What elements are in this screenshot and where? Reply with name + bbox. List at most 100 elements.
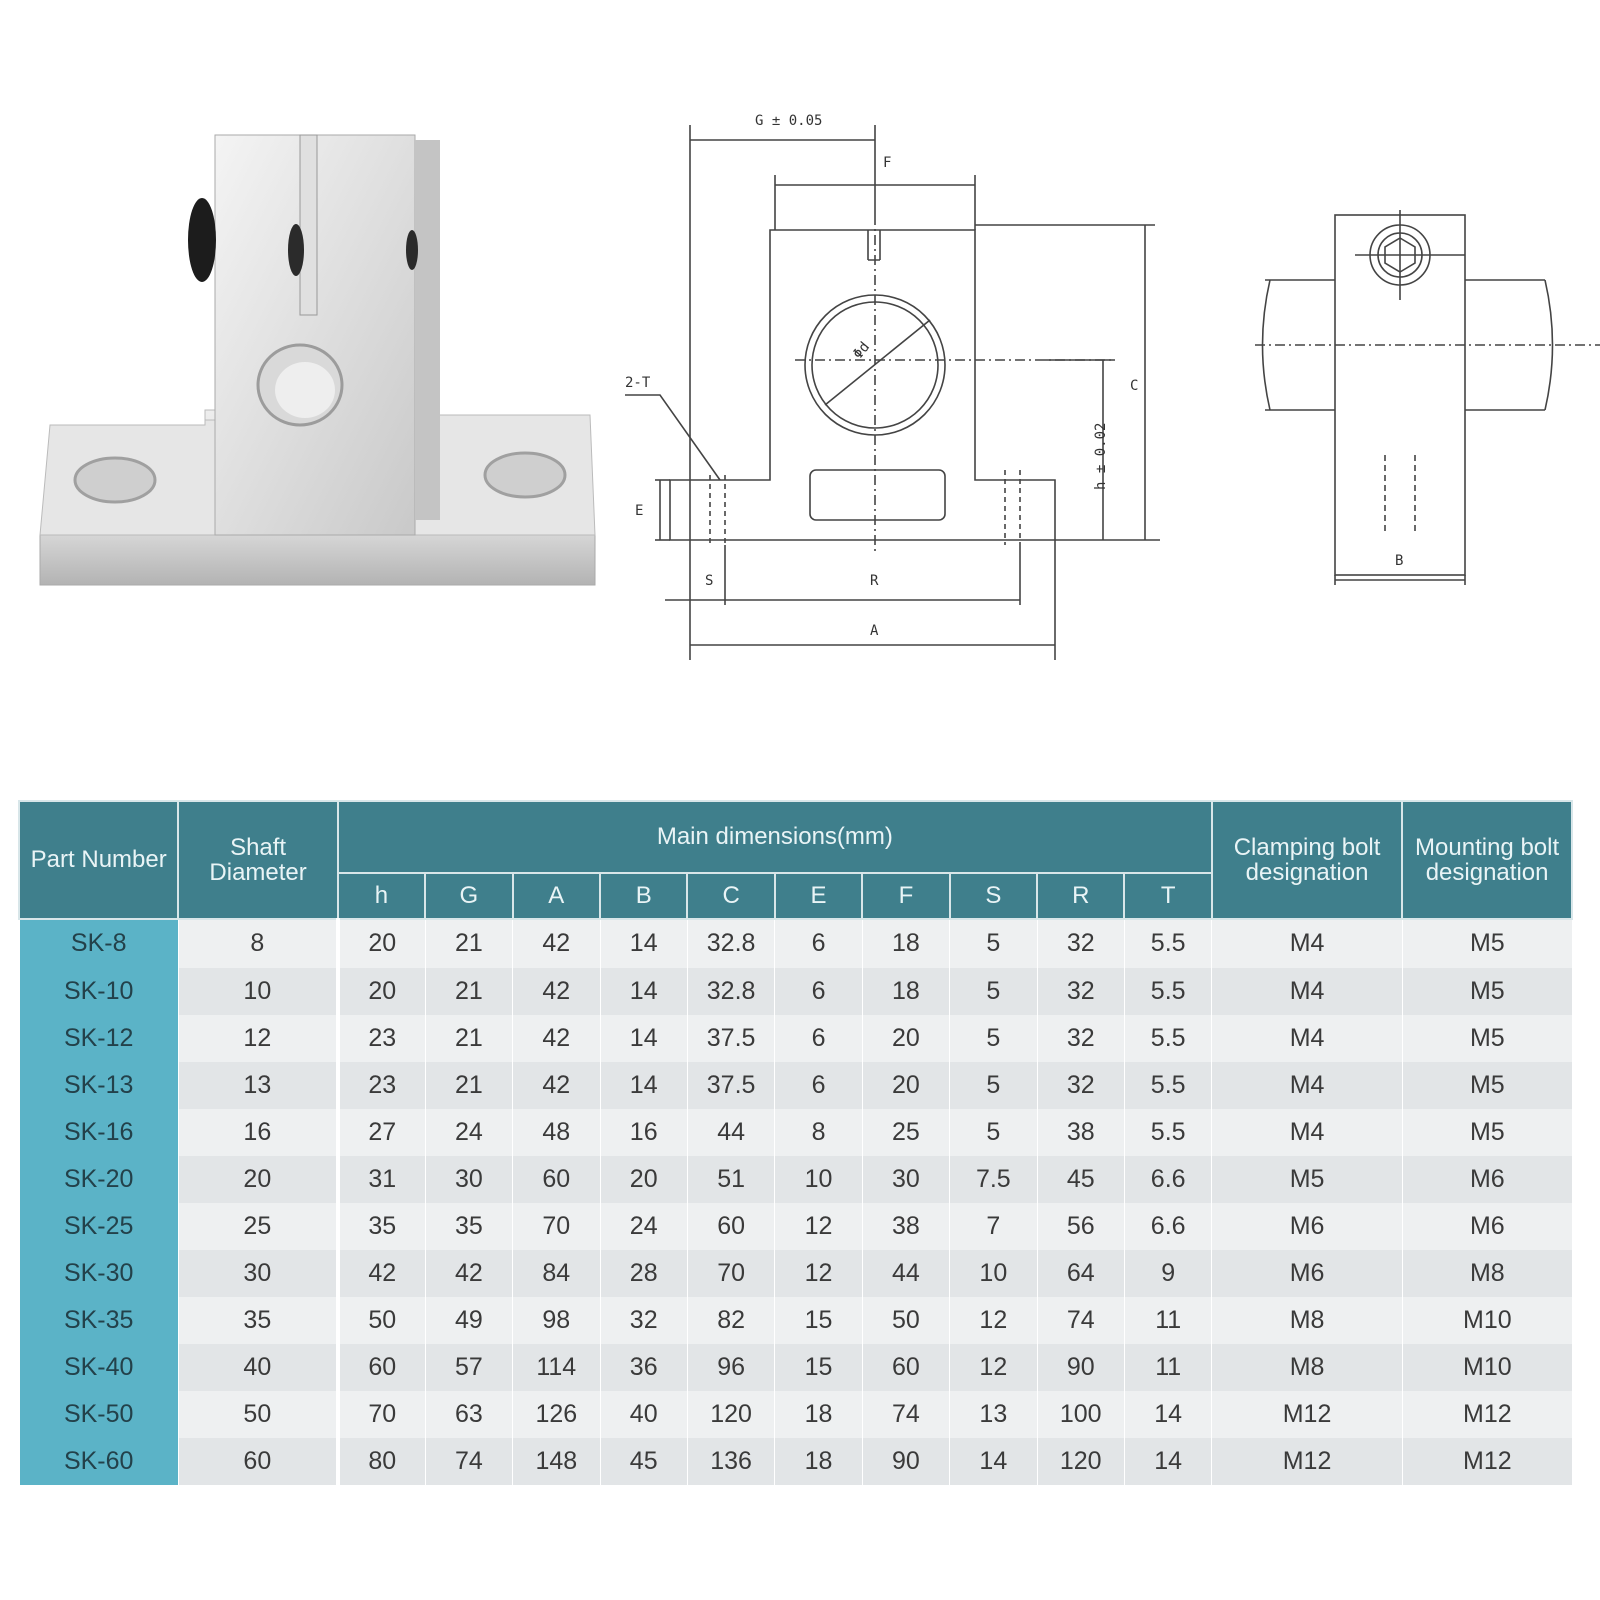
cell-h: 20 [337, 967, 426, 1015]
cell-clamping-bolt: M6 [1211, 1202, 1403, 1250]
header-main-dimensions: Main dimensions(mm) [336, 800, 1213, 874]
cell-shaft-diameter: 12 [177, 1014, 340, 1062]
cell-a: 42 [512, 1014, 600, 1062]
header-dim-c: C [686, 872, 776, 920]
cell-b: 24 [599, 1202, 688, 1250]
cell-b: 32 [599, 1296, 688, 1344]
cell-g: 30 [424, 1155, 513, 1203]
cell-t: 11 [1123, 1296, 1212, 1344]
cell-clamping-bolt: M8 [1211, 1296, 1403, 1344]
h-label: h ± 0.02 [1093, 423, 1109, 490]
cell-part-number: SK-8 [18, 919, 179, 968]
cell-a: 84 [512, 1249, 600, 1297]
cell-part-number: SK-40 [18, 1343, 179, 1391]
cell-b: 40 [599, 1390, 688, 1438]
cell-mounting-bolt: M12 [1401, 1437, 1572, 1485]
cell-e: 6 [774, 919, 863, 968]
cell-mounting-bolt: M10 [1401, 1296, 1572, 1344]
cell-shaft-diameter: 60 [177, 1437, 340, 1485]
cell-s: 5 [949, 1061, 1038, 1109]
cell-a: 42 [512, 1061, 600, 1109]
cell-b: 14 [599, 967, 688, 1015]
cell-b: 14 [599, 1061, 688, 1109]
cell-c: 96 [686, 1343, 775, 1391]
product-photo [39, 134, 596, 586]
cell-b: 45 [599, 1437, 688, 1485]
cell-clamping-bolt: M12 [1211, 1390, 1403, 1438]
header-mounting-bolt: Mounting bolt designation [1401, 800, 1573, 920]
cell-mounting-bolt: M5 [1401, 1014, 1572, 1062]
cell-t: 9 [1123, 1249, 1212, 1297]
cell-clamping-bolt: M12 [1211, 1437, 1403, 1485]
cell-t: 14 [1123, 1390, 1212, 1438]
cell-b: 28 [599, 1249, 688, 1297]
f-label: F [883, 155, 891, 171]
cell-h: 50 [337, 1296, 426, 1344]
s-label: S [705, 573, 713, 589]
cell-s: 5 [949, 967, 1038, 1015]
header-part-number: Part Number [17, 800, 180, 920]
cell-h: 80 [337, 1437, 426, 1485]
cell-part-number: SK-13 [18, 1061, 179, 1109]
cell-g: 42 [424, 1249, 513, 1297]
cell-r: 64 [1036, 1249, 1125, 1297]
cell-f: 30 [861, 1155, 950, 1203]
a-label: A [870, 623, 879, 639]
cell-a: 42 [512, 967, 600, 1015]
cell-a: 48 [512, 1108, 600, 1156]
cell-clamping-bolt: M4 [1211, 1014, 1403, 1062]
cell-e: 18 [774, 1437, 863, 1485]
cell-r: 120 [1036, 1437, 1125, 1485]
cell-r: 56 [1036, 1202, 1125, 1250]
cell-h: 70 [337, 1390, 426, 1438]
cell-f: 74 [861, 1390, 950, 1438]
cell-c: 70 [686, 1249, 775, 1297]
cell-t: 14 [1123, 1437, 1212, 1485]
cell-c: 51 [686, 1155, 775, 1203]
front-dimension-drawing: G ± 0.05 F C h ± 0.02 Φd 2-T E S R A [625, 113, 1160, 660]
cell-h: 23 [337, 1014, 426, 1062]
header-shaft-diameter: Shaft Diameter [177, 800, 339, 920]
cell-e: 12 [774, 1249, 863, 1297]
cell-mounting-bolt: M12 [1401, 1390, 1572, 1438]
cell-c: 136 [686, 1437, 775, 1485]
cell-s: 7 [949, 1202, 1038, 1250]
cell-h: 27 [337, 1108, 426, 1156]
cell-mounting-bolt: M6 [1401, 1202, 1572, 1250]
header-dim-f: F [861, 872, 951, 920]
cell-a: 148 [512, 1437, 600, 1485]
cell-t: 5.5 [1123, 1014, 1212, 1062]
cell-f: 60 [861, 1343, 950, 1391]
cell-b: 36 [599, 1343, 688, 1391]
cell-clamping-bolt: M4 [1211, 1061, 1403, 1109]
cell-c: 32.8 [686, 919, 775, 968]
cell-c: 82 [686, 1296, 775, 1344]
cell-mounting-bolt: M5 [1401, 919, 1572, 968]
cell-shaft-diameter: 13 [177, 1061, 340, 1109]
cell-clamping-bolt: M8 [1211, 1343, 1403, 1391]
cell-mounting-bolt: M5 [1401, 1061, 1572, 1109]
cell-t: 5.5 [1123, 919, 1212, 968]
cell-s: 12 [949, 1343, 1038, 1391]
cell-part-number: SK-10 [18, 967, 179, 1015]
cell-part-number: SK-12 [18, 1014, 179, 1062]
cell-g: 49 [424, 1296, 513, 1344]
cell-e: 12 [774, 1202, 863, 1250]
cell-h: 60 [337, 1343, 426, 1391]
cell-a: 98 [512, 1296, 600, 1344]
e-label: E [635, 503, 643, 519]
cell-c: 37.5 [686, 1014, 775, 1062]
cell-clamping-bolt: M4 [1211, 967, 1403, 1015]
cell-a: 60 [512, 1155, 600, 1203]
cell-part-number: SK-35 [18, 1296, 179, 1344]
cell-part-number: SK-30 [18, 1249, 179, 1297]
cell-f: 90 [861, 1437, 950, 1485]
